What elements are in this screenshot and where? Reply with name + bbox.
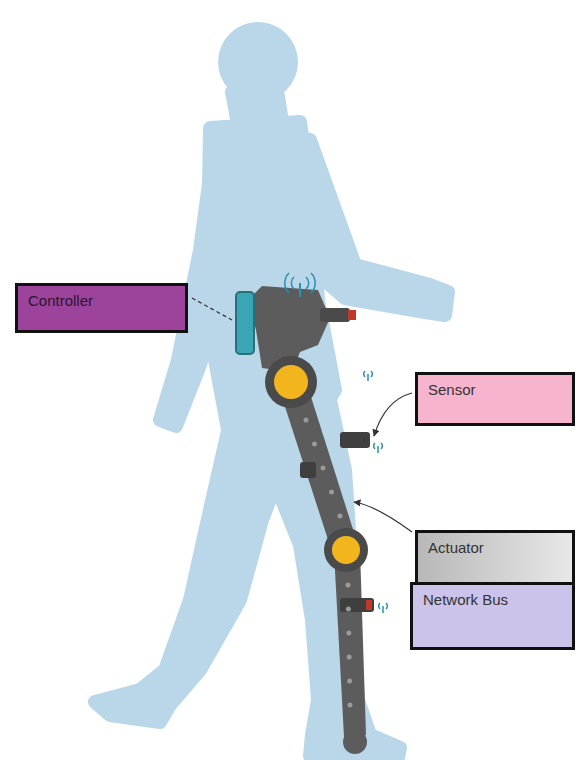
wireless-icons xyxy=(285,273,388,613)
controller-box: Controller xyxy=(15,283,188,333)
frame-holes xyxy=(304,418,353,708)
leader-lines xyxy=(192,298,412,532)
actuator-box: Actuator xyxy=(415,530,575,585)
label-text: Sensor xyxy=(428,381,562,399)
network-bus-box: Network Bus xyxy=(410,582,575,650)
label-text: Network Bus xyxy=(423,591,562,609)
body-silhouette xyxy=(95,22,448,758)
exoskeleton-frame xyxy=(236,286,374,754)
label-text: Controller xyxy=(28,292,175,310)
label-text: Actuator xyxy=(428,539,562,557)
sensor-box: Sensor xyxy=(415,372,575,426)
